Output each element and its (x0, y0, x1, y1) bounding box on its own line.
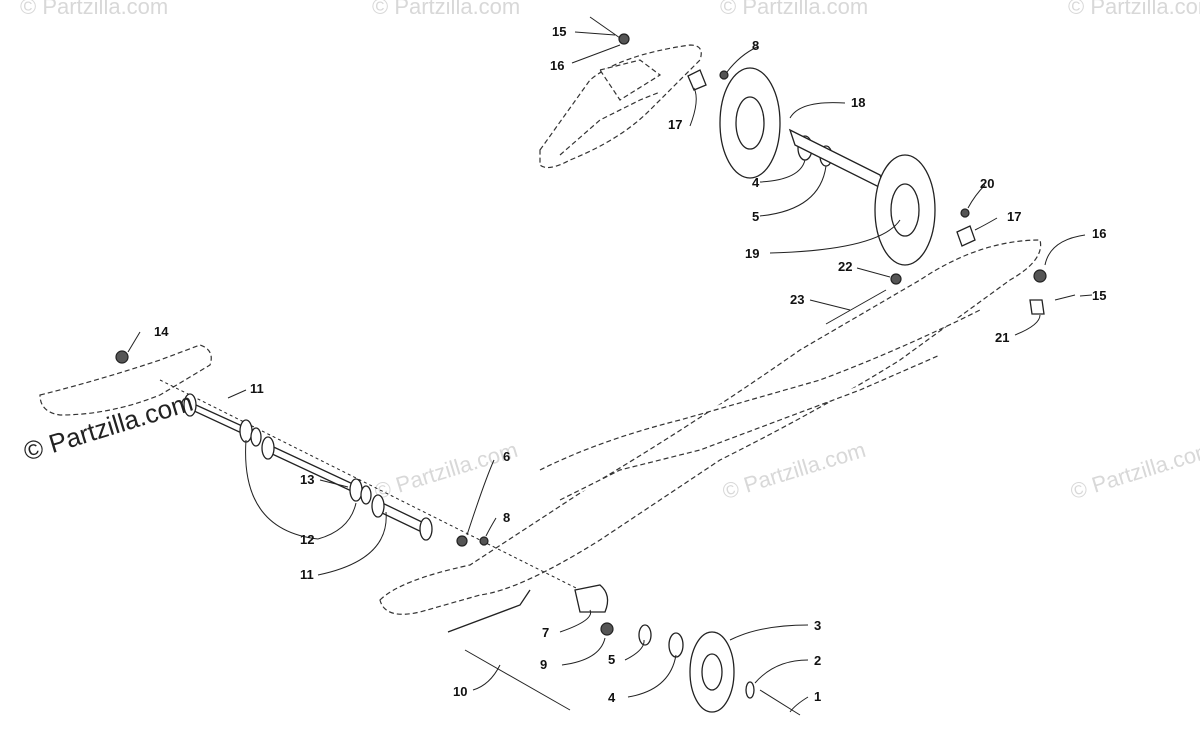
callout-2: 2 (814, 653, 821, 668)
callout-11-top: 11 (250, 381, 264, 396)
watermark-top-4: © Partzilla.com (1068, 0, 1200, 19)
callout-16-top: 16 (550, 58, 564, 73)
callout-labels: 15 16 8 17 18 4 5 19 20 17 16 15 22 23 2… (154, 24, 1106, 705)
callout-15-right: 15 (1092, 288, 1106, 303)
watermark-top-1: © Partzilla.com (20, 0, 169, 19)
callout-13: 13 (300, 472, 314, 487)
leader-lines (127, 31, 1093, 713)
callout-19: 19 (745, 246, 759, 261)
callout-1: 1 (814, 689, 821, 704)
callout-14: 14 (154, 324, 169, 339)
callout-17-top: 17 (668, 117, 682, 132)
callout-8-bottom: 8 (503, 510, 510, 525)
callout-12: 12 (300, 532, 314, 547)
callout-3: 3 (814, 618, 821, 633)
watermark-top-3: © Partzilla.com (720, 0, 869, 19)
callout-22: 22 (838, 259, 852, 274)
upper-wheel-assembly (589, 16, 1076, 325)
callout-15-top: 15 (552, 24, 566, 39)
left-rail (39, 344, 212, 416)
watermark-top-2: © Partzilla.com (372, 0, 521, 19)
callout-6: 6 (503, 449, 510, 464)
callout-18: 18 (851, 95, 865, 110)
callout-4-bottom: 4 (608, 690, 616, 705)
callout-4-top: 4 (752, 175, 760, 190)
cross-shaft (115, 350, 601, 601)
callout-23: 23 (790, 292, 804, 307)
callout-5-top: 5 (752, 209, 759, 224)
callout-16-right: 16 (1092, 226, 1106, 241)
lower-rail (379, 239, 1042, 615)
lower-idler-assembly (447, 535, 801, 716)
callout-20: 20 (980, 176, 994, 191)
callout-11-bottom: 11 (300, 567, 314, 582)
callout-7: 7 (542, 625, 549, 640)
callout-9: 9 (540, 657, 547, 672)
callout-21: 21 (995, 330, 1009, 345)
upper-rail (539, 44, 702, 169)
callout-5-bottom: 5 (608, 652, 615, 667)
callout-10: 10 (453, 684, 467, 699)
callout-17-right: 17 (1007, 209, 1021, 224)
callout-8-top: 8 (752, 38, 759, 53)
